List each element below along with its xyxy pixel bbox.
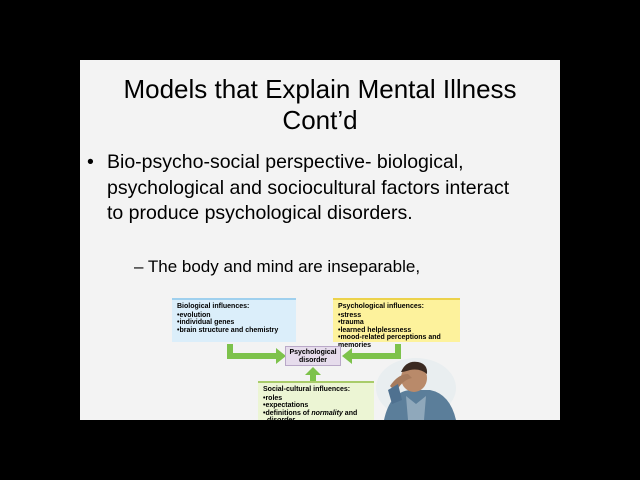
- psychological-influences-box: Psychological influences: stress trauma …: [333, 298, 460, 349]
- slide-title-line2: Cont’d: [282, 105, 358, 135]
- biological-item: evolution: [177, 312, 291, 320]
- slide-title-line1: Models that Explain Mental Illness: [123, 74, 517, 104]
- arrow-soc-head: [305, 367, 321, 375]
- main-bullet: • Bio-psycho-social perspective- biologi…: [87, 150, 527, 227]
- psychological-item: mood-related perceptions and memories: [338, 334, 455, 349]
- psychological-item: learned helplessness: [338, 327, 455, 335]
- arrow-bio-to-center: [227, 344, 276, 359]
- psychological-heading: Psychological influences:: [338, 303, 424, 310]
- social-heading: Social-cultural influences:: [263, 386, 351, 393]
- biological-influences-box: Biological influences: evolution individ…: [172, 298, 296, 342]
- bullet-dot: •: [87, 151, 94, 173]
- center-line1: Psychological: [289, 349, 337, 356]
- biological-item: brain structure and chemistry: [177, 327, 291, 335]
- social-item: roles: [263, 395, 369, 403]
- sub-bullet: – The body and mind are inseparable,: [134, 257, 421, 276]
- diagram-arrows: [227, 344, 401, 382]
- arrow-bio-head: [276, 348, 286, 364]
- psychological-item: stress: [338, 312, 455, 320]
- social-item: expectations: [263, 402, 369, 410]
- main-bullet-text: Bio-psycho-social perspective- biologica…: [107, 151, 510, 224]
- arrow-psy-head: [342, 348, 352, 364]
- center-line2: disorder: [298, 357, 327, 364]
- psychological-item: trauma: [338, 319, 455, 327]
- slide: Models that Explain Mental Illness Cont’…: [80, 60, 560, 420]
- social-cultural-influences-box: Social-cultural influences: roles expect…: [258, 381, 374, 420]
- arrow-soc-stem: [310, 374, 316, 382]
- psychological-disorder-box: Psychological disorder: [285, 346, 341, 366]
- biological-item: individual genes: [177, 319, 291, 327]
- social-item-definitions: definitions of normality and disorder: [263, 410, 369, 421]
- distressed-person-illustration: [376, 358, 456, 420]
- biological-heading: Biological influences:: [177, 303, 250, 310]
- slide-title: Models that Explain Mental Illness Cont’…: [80, 74, 560, 136]
